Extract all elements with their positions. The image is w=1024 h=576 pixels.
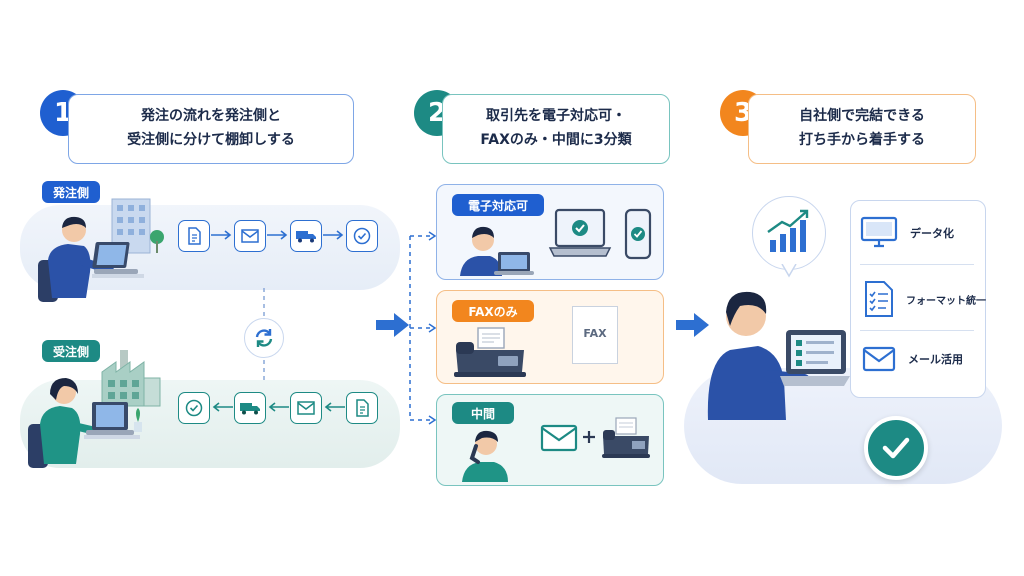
document-icon <box>178 220 210 252</box>
big-arrow-icon <box>676 313 709 337</box>
step2-line1: 取引先を電子対応可・ <box>486 108 626 125</box>
bubble-tail <box>781 264 797 278</box>
fax-machine-icon <box>454 327 526 377</box>
step1-line1: 発注の流れを発注側と <box>141 108 281 125</box>
ordering-person-illustration <box>38 216 144 302</box>
electronic-tag: 電子対応可 <box>452 194 544 216</box>
fax-document-label: FAX <box>583 327 607 340</box>
big-arrow-icon <box>376 313 409 337</box>
ordering-tag: 発注側 <box>42 181 100 203</box>
action-item-format: フォーマット統一 <box>864 280 986 318</box>
factory-icon <box>101 350 161 407</box>
middle-tag: 中間 <box>452 402 514 424</box>
arrow-left-icon <box>324 402 345 412</box>
step1-line2: 受注側に分けて棚卸しする <box>127 132 295 148</box>
mail-icon <box>862 346 896 372</box>
truck-icon <box>290 220 322 252</box>
step1-box: 発注の流れを発注側と 受注側に分けて棚卸しする <box>68 94 354 164</box>
receiving-platform <box>20 380 400 468</box>
arrow-right-icon <box>211 230 232 240</box>
truck-icon <box>234 392 266 424</box>
phone-person-illustration <box>462 430 508 482</box>
actions-divider <box>860 330 974 331</box>
step3-line1: 自社側で完結できる <box>799 108 925 125</box>
actions-divider <box>860 264 974 265</box>
action-label: フォーマット統一 <box>906 295 986 307</box>
action-item-mail: メール活用 <box>862 346 963 372</box>
checklist-document-icon <box>865 281 893 317</box>
monitor-icon <box>860 216 898 248</box>
document-icon <box>346 392 378 424</box>
worker-illustration <box>707 291 850 420</box>
receiving-person-illustration <box>28 378 142 468</box>
completion-check-icon <box>864 416 928 480</box>
receiving-tag: 受注側 <box>42 340 100 362</box>
action-item-data: データ化 <box>860 216 954 250</box>
fax-only-tag: FAXのみ <box>452 300 534 322</box>
electronic-person-illustration <box>460 226 534 276</box>
fax-document: FAX <box>572 306 618 364</box>
smartphone-check-icon <box>624 208 652 260</box>
mail-icon <box>234 220 266 252</box>
step2-box: 取引先を電子対応可・ FAXのみ・中間に3分類 <box>442 94 670 164</box>
step2-line2: FAXのみ・中間に3分類 <box>480 132 632 148</box>
step3-box: 自社側で完結できる 打ち手から着手する <box>748 94 976 164</box>
mail-icon <box>540 424 578 452</box>
arrow-left-icon <box>268 402 289 412</box>
step3-line2: 打ち手から着手する <box>799 132 925 148</box>
fax-machine-icon <box>602 417 650 458</box>
arrow-left-icon <box>212 402 233 412</box>
laptop-check-icon <box>548 208 612 257</box>
check-circle-icon <box>346 220 378 252</box>
branch-connector <box>409 231 437 425</box>
arrow-right-icon <box>267 230 288 240</box>
bar-growth-chart-icon <box>767 209 809 252</box>
mail-icon <box>290 392 322 424</box>
sync-icon <box>244 318 284 358</box>
check-circle-icon <box>178 392 210 424</box>
action-label: メール活用 <box>908 353 963 366</box>
growth-bubble <box>752 196 826 270</box>
office-building-icon <box>111 198 164 254</box>
arrow-right-icon <box>323 230 344 240</box>
action-label: データ化 <box>910 227 954 240</box>
plus-icon <box>583 431 595 443</box>
